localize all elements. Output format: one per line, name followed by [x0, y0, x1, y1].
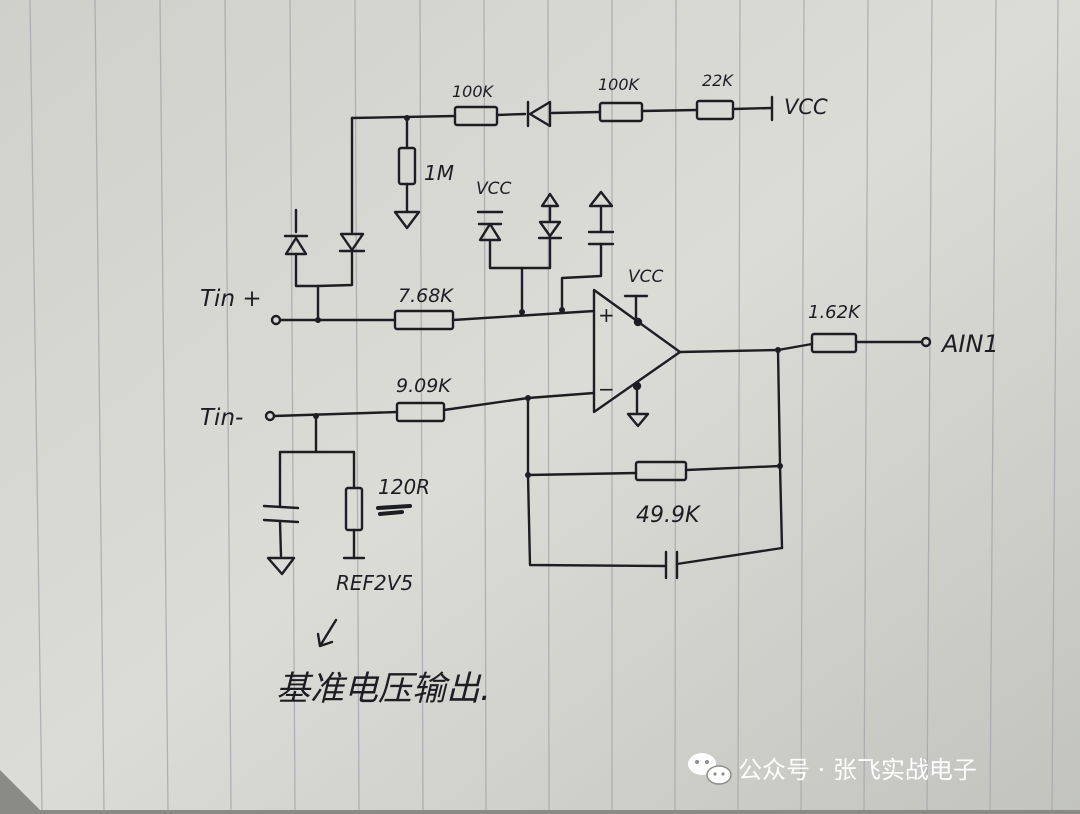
resistor-100k-a — [453, 105, 499, 127]
arrow-note — [316, 618, 338, 648]
label-120r: 120R — [378, 475, 430, 499]
label-7-68k: 7.68K — [398, 285, 454, 307]
resistor-22k — [695, 99, 735, 121]
wire-top-rail — [350, 114, 457, 120]
labels: 100K 100K 22K VCC 1M VCC VCC Tin + Tin- … — [200, 71, 999, 709]
ground-1m — [393, 210, 421, 230]
watermark-text: 公众号 · 张飞实战电子 — [738, 756, 977, 784]
capacitor-ref — [262, 468, 300, 576]
schematic — [262, 95, 932, 648]
label-9-09k: 9.09K — [396, 375, 452, 397]
scratch-mark — [376, 504, 412, 516]
wire-feedback — [526, 471, 638, 477]
ain1-terminal — [920, 336, 932, 348]
wire-top-rail-3 — [550, 110, 602, 115]
label-note: 基准电压输出. — [276, 669, 491, 709]
diode-left-2 — [338, 232, 366, 253]
resistor-100k-b — [598, 101, 644, 123]
wire-top-rail-4 — [640, 108, 699, 113]
label-vcc-opamp: VCC — [628, 267, 663, 287]
wire-top-rail-5 — [731, 106, 774, 111]
label-tin-plus: Tin + — [200, 286, 262, 312]
wire-top-rail-2 — [495, 112, 527, 117]
label-vcc-clamp: VCC — [476, 179, 511, 199]
label-100k-a: 100K — [452, 82, 495, 101]
label-1-62k: 1.62K — [808, 302, 861, 323]
label-ref: REF2V5 — [336, 571, 413, 595]
wechat-icon — [688, 753, 732, 785]
label-100k-b: 100K — [598, 75, 641, 94]
watermark: 公众号 · 张飞实战电子 — [688, 753, 977, 785]
wire-tin-minus — [272, 410, 399, 418]
ruled-lines — [29, 0, 1059, 811]
label-ain1: AIN1 — [940, 330, 999, 358]
capacitor-top — [560, 190, 615, 312]
label-vcc-top: VCC — [784, 95, 828, 119]
label-22k: 22K — [702, 71, 734, 90]
label-tin-minus: Tin- — [200, 405, 243, 431]
label-minus: − — [598, 377, 615, 401]
label-1m: 1M — [424, 161, 454, 185]
diode-top — [526, 100, 552, 128]
resistor-9-09k — [395, 401, 446, 423]
label-49-9k: 49.9K — [636, 503, 701, 528]
label-plus: + — [598, 303, 615, 327]
junctions — [313, 115, 783, 478]
